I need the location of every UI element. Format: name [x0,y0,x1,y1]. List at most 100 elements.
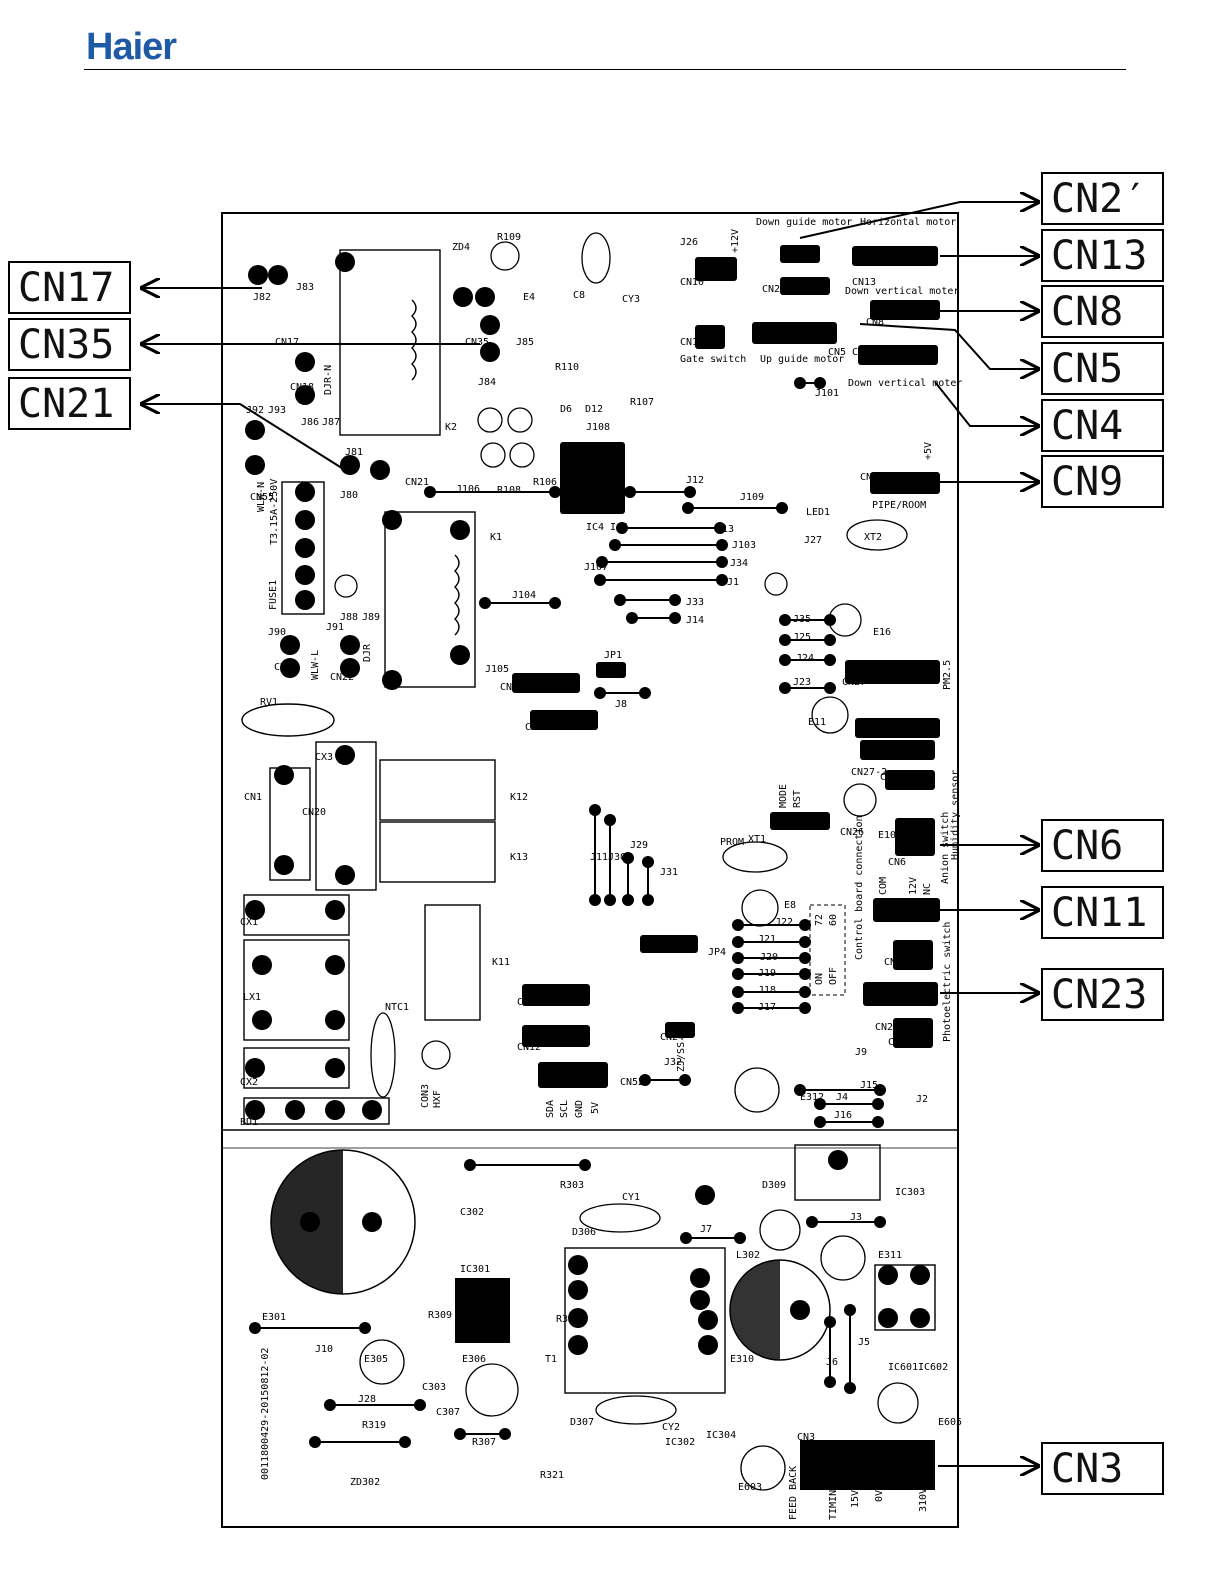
solder-pad [698,1335,718,1355]
callout-label: CN23 [1051,971,1148,1018]
trace-pad [732,919,744,931]
trace-pad [824,1316,836,1328]
callout-cn2-prime: CN2′ [1041,172,1164,225]
ref-j6: J6 [826,1357,838,1368]
trace-pad [414,1399,426,1411]
ref-j84: J84 [478,377,496,388]
solder-pad [280,658,300,678]
ref-j82: J82 [253,292,271,303]
trace-pad [844,1304,856,1316]
ref-cn4: CN4 [852,347,870,358]
label-plus12v: +12V [730,229,741,253]
ref-cn31: CN31 [517,997,541,1008]
label-feed-back: FEED BACK [788,1466,799,1520]
ref-j8: J8 [615,699,627,710]
label-pipe-room: PIPE/ROOM [872,500,926,511]
capacitor-cx1 [243,894,350,936]
bridge-bd1 [243,1097,390,1125]
ref-jp4: JP4 [708,947,726,958]
callout-cn17: CN17 [8,261,131,314]
solder-pad [878,1308,898,1328]
solder-pad [568,1308,588,1328]
ref-r303: R303 [560,1180,584,1191]
ref-k2: K2 [445,422,457,433]
trace-pad [874,1084,886,1096]
label-sda: SDA [545,1100,556,1118]
trace-pad [669,612,681,624]
ref-c302: C302 [460,1207,484,1218]
trace-pad [614,594,626,606]
ref-cn1: CN1 [244,792,262,803]
ref-j3: J3 [850,1212,862,1223]
ref-j7: J7 [700,1224,712,1235]
ref-ntc1: NTC1 [385,1002,409,1013]
solder-pad [340,658,360,678]
capacitor-cx3 [315,741,377,891]
label-scl: SCL [559,1100,570,1118]
trace-pad [324,1399,336,1411]
ref-r307: R307 [472,1437,496,1448]
ref-cn15: CN15 [888,1037,912,1048]
trace-pad [732,986,744,998]
label-horizontal-motor: Horizontal motor [860,217,956,228]
ref-e10: E10 [878,830,896,841]
ref-j25: J25 [793,632,811,643]
trace-pad [779,682,791,694]
trace-pad [669,594,681,606]
ref-j27: J27 [804,535,822,546]
trace-pad [684,486,696,498]
ref-j28: J28 [358,1394,376,1405]
ref-j12: J12 [686,475,704,486]
label-djr-n: DJR-N [323,365,334,395]
solder-pad [340,635,360,655]
transformer-t1 [564,1247,726,1394]
trace-pad [779,614,791,626]
label-on: ON [814,973,825,985]
solder-pad [362,1100,382,1120]
leader-lines [142,202,1038,1466]
solder-pad [695,1185,715,1205]
ref-ic301: IC301 [460,1264,490,1275]
ref-cn10: CN10 [680,277,704,288]
solder-pad [245,1058,265,1078]
label-310v: 310V [918,1488,929,1512]
solder-pad [245,1100,265,1120]
capacitor-cx2 [243,1047,350,1089]
ref-cn21: CN21 [405,477,429,488]
ref-e310: E310 [730,1354,754,1365]
callout-cn23: CN23 [1041,968,1164,1021]
ref-j90: J90 [268,627,286,638]
label-down-vertical-moter-top: Down vertical moter [845,286,959,297]
ref-cn13: CN13 [852,277,876,288]
solder-pad [340,455,360,475]
trace-pad [594,574,606,586]
trace-pad [399,1436,411,1448]
trace-pad [734,1232,746,1244]
solder-pad [568,1255,588,1275]
solder-pad [690,1290,710,1310]
trace-pad [682,502,694,514]
ref-e603: E603 [738,1482,762,1493]
ref-j81: J81 [345,447,363,458]
ref-ic601: IC601 [888,1362,918,1373]
ref-cy3: CY3 [622,294,640,305]
solder-pad [280,635,300,655]
ref-j22: J22 [775,917,793,928]
solder-pad [245,420,265,440]
ref-r107: R107 [630,397,654,408]
ref-j108: J108 [586,422,610,433]
label-5v: 5V [590,1102,601,1114]
ref-j5: J5 [858,1337,870,1348]
ref-j91: J91 [326,622,344,633]
ref-c307: C307 [436,1407,460,1418]
solder-pad [274,855,294,875]
callout-cn5: CN5 [1041,342,1164,395]
callout-label: CN9 [1051,458,1124,505]
trace-pad [799,952,811,964]
callout-cn35: CN35 [8,318,131,371]
trace-pad [799,986,811,998]
ref-j2: J2 [916,1094,928,1105]
label-zj-ss: ZJ/SS [676,1042,687,1072]
ref-j16: J16 [834,1110,852,1121]
